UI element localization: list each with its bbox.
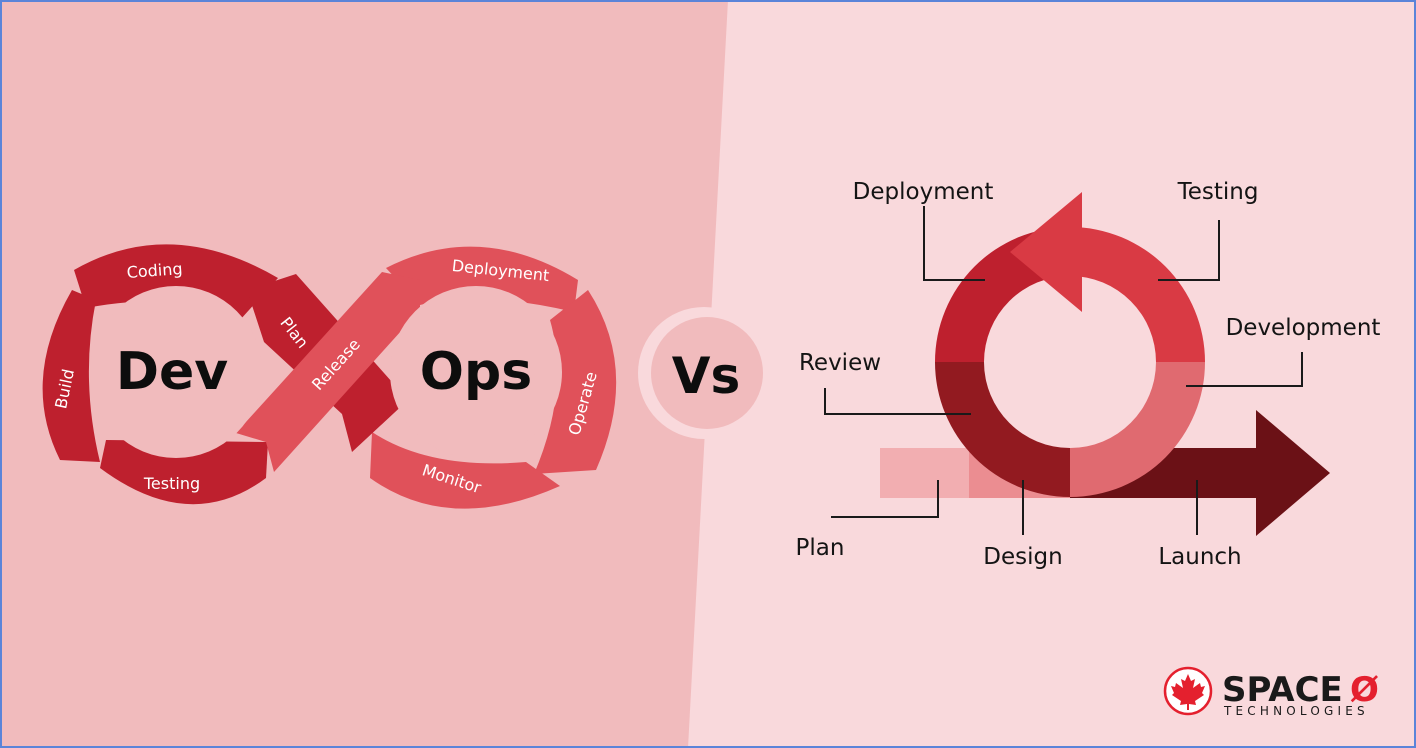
segment-operate [534, 290, 617, 474]
agile-testing-label: Testing [1177, 179, 1259, 205]
versus-circle [651, 317, 763, 429]
coding-label: Coding [126, 259, 183, 282]
brand-tagline: TECHNOLOGIES [1223, 704, 1369, 718]
agile-development-label: Development [1226, 315, 1381, 341]
development-leader-line [1186, 352, 1303, 387]
segment-testing [100, 440, 268, 505]
ring-development-segment [1070, 362, 1205, 497]
testing-leader-line [1158, 220, 1220, 281]
plan-leader-line [831, 480, 939, 518]
versus-label: Vs [672, 347, 740, 405]
segment-coding [74, 244, 278, 320]
dev-label: Dev [116, 342, 228, 402]
versus-badge: Vs [638, 307, 770, 439]
plan-bar [880, 448, 972, 498]
brand-name-suffix: Ø [1350, 670, 1379, 710]
segment-release [236, 272, 420, 472]
dev-inner-circle [90, 286, 262, 458]
agile-launch-label: Launch [1158, 544, 1241, 570]
launch-arrow [1070, 410, 1330, 536]
ring-review-segment [935, 362, 1070, 497]
segment-build [42, 290, 100, 462]
ops-inner-circle [390, 286, 562, 458]
segment-monitor [370, 432, 560, 509]
testing-label: Testing [143, 474, 200, 493]
brand-logo: SPACE Ø TECHNOLOGIES [1163, 666, 1379, 718]
review-leader-line [824, 388, 971, 415]
cycle-arrowhead [1010, 192, 1082, 312]
agile-plan-label: Plan [796, 535, 845, 561]
agile-design-label: Design [983, 544, 1062, 570]
devops-infinity-loop: Dev Ops Coding Build Testing Plan Releas… [42, 244, 617, 509]
agile-cycle: Deployment Testing Development Review Pl… [796, 179, 1381, 570]
ring-testing-segment [1070, 227, 1205, 362]
maple-leaf-icon [1171, 674, 1205, 710]
segment-deployment [386, 246, 578, 312]
deployment-leader-line [923, 206, 985, 281]
agile-deployment-label: Deployment [853, 179, 994, 205]
agile-review-label: Review [799, 350, 881, 376]
brand-name: SPACE [1222, 670, 1343, 710]
ops-label: Ops [420, 342, 532, 402]
